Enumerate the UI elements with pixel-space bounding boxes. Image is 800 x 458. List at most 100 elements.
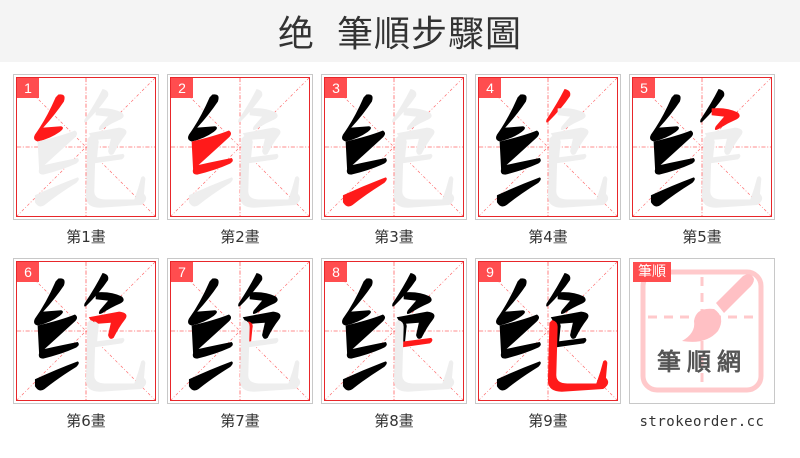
ghost-stroke: [393, 319, 455, 392]
completed-stroke: [392, 273, 417, 307]
stroke-step-2: 2 第2畫: [167, 74, 313, 247]
stroke-box: 8: [321, 258, 467, 404]
box-border: [632, 77, 772, 217]
completed-stroke: [496, 278, 527, 326]
step-badge: 1: [17, 78, 39, 98]
ghost-stroke: [704, 127, 743, 155]
completed-stroke: [342, 94, 373, 142]
page-header: 绝筆順步驟圖: [0, 0, 800, 62]
completed-stroke: [396, 311, 435, 339]
ghost-stroke: [392, 89, 417, 123]
stroke-step-5: 5 第5畫: [629, 74, 775, 247]
ghost-stroke: [393, 135, 455, 208]
step-label: 第1畫: [66, 228, 106, 246]
ghost-stroke: [396, 127, 435, 155]
box-border: [16, 261, 156, 401]
ghost-stroke: [245, 337, 279, 348]
current-stroke: [547, 319, 609, 392]
ghost-stroke: [399, 153, 433, 164]
step-badge: 9: [479, 262, 501, 282]
step-label: 第6畫: [66, 412, 106, 430]
completed-stroke: [653, 130, 695, 175]
completed-stroke: [342, 278, 373, 326]
stroke-box: 4: [475, 74, 621, 220]
completed-stroke: [700, 89, 725, 123]
ghost-stroke: [34, 177, 79, 207]
completed-stroke: [84, 273, 109, 307]
character-glyph: [342, 89, 455, 208]
stroke-box: 1: [13, 74, 159, 220]
box-border: [170, 77, 310, 217]
box-border: [16, 77, 156, 217]
completed-stroke: [550, 311, 589, 339]
step-badge: 2: [171, 78, 193, 98]
logo-tag: 筆順: [633, 262, 671, 282]
site-logo-panel[interactable]: 筆順 筆順網 strokeorder.cc: [629, 258, 775, 430]
completed-stroke: [249, 292, 278, 314]
character-glyph: [188, 273, 301, 392]
completed-stroke: [345, 130, 387, 175]
completed-stroke: [496, 361, 541, 391]
stroke-box: 5: [629, 74, 775, 220]
ghost-stroke: [188, 177, 233, 207]
completed-stroke: [34, 278, 65, 326]
character-glyph: [496, 89, 609, 208]
ghost-stroke: [37, 130, 79, 175]
current-stroke: [34, 94, 65, 142]
step-badge: 3: [325, 78, 347, 98]
current-stroke: [88, 311, 127, 339]
stroke-box: 3: [321, 74, 467, 220]
stroke-step-3: 3 第3畫: [321, 74, 467, 247]
step-label: 第4畫: [528, 228, 568, 246]
stroke-step-4: 4 第4畫: [475, 74, 621, 247]
ghost-stroke: [238, 89, 263, 123]
ghost-stroke: [701, 135, 763, 208]
completed-stroke: [191, 314, 233, 359]
title-text: 筆順步驟圖: [337, 14, 523, 55]
completed-stroke: [242, 311, 281, 339]
completed-stroke: [650, 177, 695, 207]
step-label: 第9畫: [528, 412, 568, 430]
logo-name: 筆順網: [657, 348, 747, 376]
box-border: [478, 77, 618, 217]
completed-stroke: [238, 273, 263, 307]
ghost-stroke: [85, 135, 147, 208]
stroke-box: 6: [13, 258, 159, 404]
logo-box[interactable]: 筆順 筆順網: [629, 258, 775, 404]
completed-stroke: [188, 361, 233, 391]
ghost-stroke: [84, 89, 109, 123]
stroke-step-7: 7 第7畫: [167, 258, 313, 431]
site-url-link[interactable]: strokeorder.cc: [639, 414, 765, 430]
ghost-stroke: [239, 135, 301, 208]
ghost-stroke: [239, 319, 301, 392]
stroke-box: 2: [167, 74, 313, 220]
brush-logo-icon: [640, 269, 764, 393]
completed-stroke: [345, 314, 387, 359]
ghost-stroke: [95, 108, 124, 130]
step-badge: 8: [325, 262, 347, 282]
current-stroke: [711, 108, 740, 130]
ghost-stroke: [88, 127, 127, 155]
completed-stroke: [496, 177, 541, 207]
page-title: 绝筆順步驟圖: [278, 5, 522, 57]
step-label: 第5畫: [682, 228, 722, 246]
character-glyph: [34, 89, 147, 208]
current-stroke: [191, 130, 233, 175]
completed-stroke: [499, 130, 541, 175]
completed-stroke: [496, 94, 527, 142]
completed-stroke: [34, 361, 79, 391]
step-badge: 7: [171, 262, 193, 282]
ghost-stroke: [249, 108, 278, 130]
character-glyph: [188, 89, 301, 208]
ghost-stroke: [707, 153, 741, 164]
step-badge: 4: [479, 78, 501, 98]
step-label: 第7畫: [220, 412, 260, 430]
ghost-stroke: [91, 153, 125, 164]
box-border: [324, 77, 464, 217]
completed-stroke: [95, 292, 124, 314]
completed-stroke: [403, 292, 432, 314]
character-glyph: [34, 273, 147, 392]
completed-stroke: [557, 292, 586, 314]
current-stroke: [399, 337, 433, 348]
ghost-stroke: [403, 108, 432, 130]
